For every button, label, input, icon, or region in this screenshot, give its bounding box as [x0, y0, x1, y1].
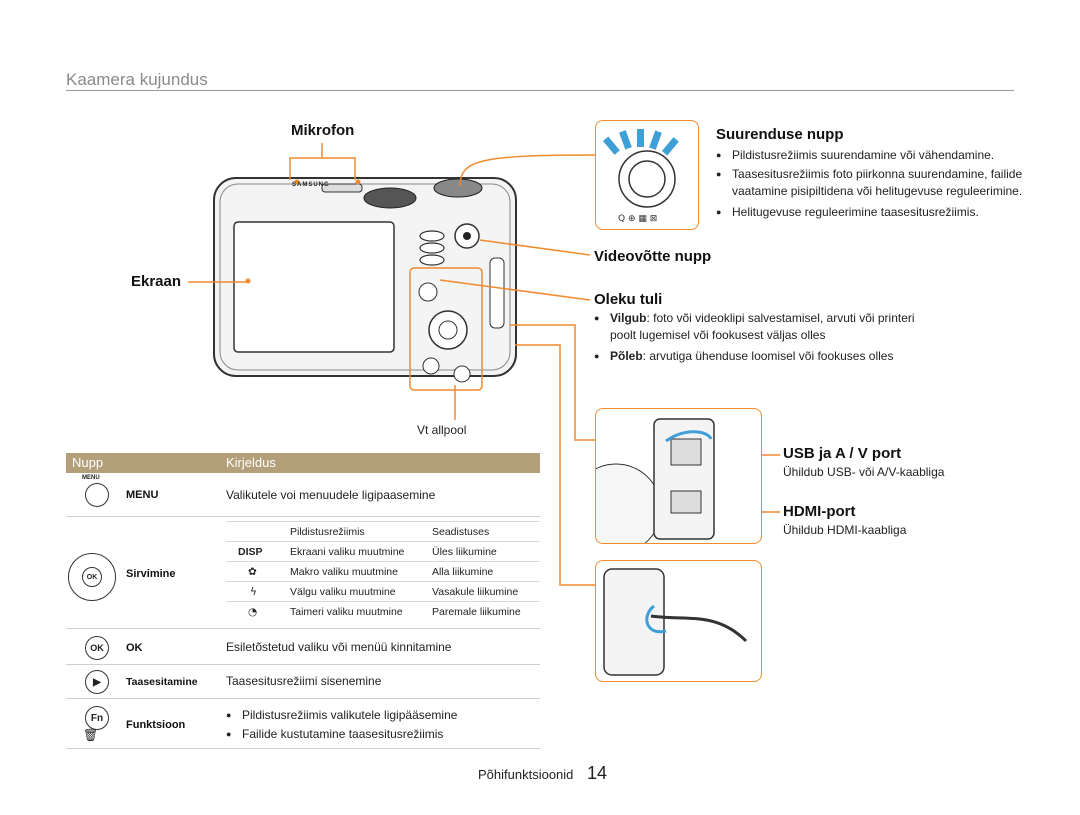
hdmi-desc: Ühildub HDMI-kaabliga	[783, 523, 907, 537]
sirvimine-label: Sirvimine	[126, 568, 176, 580]
subtable-header-setup: Seadistuses	[432, 526, 490, 538]
row-divider	[66, 664, 540, 665]
nav-dial-icon: OK	[68, 553, 116, 601]
disp-icon: DISP	[238, 546, 263, 558]
subtable-cell: Ekraani valiku muutmine	[290, 546, 405, 558]
oleku-title: Oleku tuli	[594, 291, 663, 308]
subtable-cell: Taimeri valiku muutmine	[290, 606, 403, 618]
table-header: Nupp Kirjeldus	[66, 453, 540, 473]
fn-button-icon: Fn	[85, 706, 109, 730]
svg-text:Q ⊕ ▦ ⊠: Q ⊕ ▦ ⊠	[618, 214, 657, 224]
ekraan-label: Ekraan	[131, 273, 182, 290]
ok-row-label: OK	[126, 642, 143, 654]
port-illustration	[596, 418, 715, 543]
menu-row-label: MENU	[126, 489, 159, 501]
brand-logo: SAMSUNG	[292, 182, 330, 188]
suurenduse-list: Pildistusrežiimis suurendamine või vähen…	[716, 147, 1026, 223]
menu-row-desc: Valikutele voi menuudele ligipaasemine	[226, 488, 436, 502]
subtable-row: DISP Ekraani valiku muutmine Üles liikum…	[226, 541, 540, 562]
col-button-header: Nupp	[72, 455, 104, 470]
suurenduse-title: Suurenduse nupp	[716, 126, 844, 143]
oleku-item: Vilgub: foto või videoklipi salvestamise…	[594, 310, 934, 344]
subtable-cell: Makro valiku muutmine	[290, 566, 398, 578]
subtable-cell: Paremale liikumine	[432, 606, 521, 618]
subtable-cell: Vasakule liikumine	[432, 586, 519, 598]
fn-row-desc-item: Pildistusrežiimis valikutele ligipääsemi…	[226, 707, 536, 724]
trash-icon: 🗑	[83, 728, 99, 742]
col-description-header: Kirjeldus	[226, 455, 276, 470]
subtable-header-shoot: Pildistusrežiimis	[290, 526, 365, 538]
hdmi-title: HDMI-port	[783, 503, 856, 520]
page-title: Kaamera kujundus	[66, 70, 208, 89]
row-divider	[66, 748, 540, 749]
oleku-item: Põleb: arvutiga ühenduse loomisel või fo…	[594, 348, 934, 365]
suurenduse-item: Taasesitusrežiimis foto piirkonna suuren…	[716, 166, 1026, 200]
row-divider	[66, 628, 540, 629]
page-number: 14	[587, 763, 608, 783]
subtable-cell: Üles liikumine	[432, 546, 497, 558]
footer-section: Põhifunktsioonid	[478, 767, 574, 782]
strap-inset	[595, 560, 762, 682]
subtable-row: ✿ Makro valiku muutmine Alla liikumine	[226, 561, 540, 582]
suurenduse-item: Helitugevuse reguleerimine taasesitusrež…	[716, 204, 1026, 221]
usb-desc: Ühildub USB- või A/V-kaabliga	[783, 465, 945, 479]
menu-button-icon	[85, 483, 109, 507]
row-divider	[66, 516, 540, 517]
ok-row-desc: Esiletõstetud valiku või menüü kinnitami…	[226, 640, 452, 654]
zoom-lever-icon: Q ⊕ ▦ ⊠	[602, 129, 679, 224]
videovotte-label: Videovõtte nupp	[594, 248, 712, 265]
fn-row-desc-item: Failide kustutamine taasesitusrežiimis	[226, 726, 536, 743]
subtable-row: ◔ Taimeri valiku muutmine Paremale liiku…	[226, 601, 540, 622]
vt-allpool-label: Vt allpool	[417, 423, 467, 437]
usb-title: USB ja A / V port	[783, 445, 902, 462]
row-divider	[66, 698, 540, 699]
subtable-cell: Välgu valiku muutmine	[290, 586, 396, 598]
zoom-inset: Q ⊕ ▦ ⊠	[595, 120, 699, 230]
suurenduse-item: Pildistusrežiimis suurendamine või vähen…	[716, 147, 1026, 164]
subtable-cell: Alla liikumine	[432, 566, 494, 578]
subtable-row: ϟ Välgu valiku muutmine Vasakule liikumi…	[226, 581, 540, 602]
mikrofon-label: Mikrofon	[291, 122, 355, 139]
playback-row-desc: Taasesitusrežiimi sisenemine	[226, 674, 382, 688]
fn-row-label: Funktsioon	[126, 719, 186, 731]
oleku-list: Vilgub: foto või videoklipi salvestamise…	[594, 310, 934, 367]
playback-button-icon: ▶	[85, 670, 109, 694]
fn-row-desc-list: Pildistusrežiimis valikutele ligipääsemi…	[226, 707, 536, 745]
ok-inner-icon: OK	[82, 567, 102, 587]
ok-button-icon: OK	[85, 636, 109, 660]
timer-icon: ◔	[248, 606, 258, 618]
flash-icon: ϟ	[250, 586, 257, 598]
playback-row-label: Taasesitamine	[126, 676, 198, 688]
port-inset	[595, 408, 762, 544]
menu-icon-label: MENU	[82, 475, 100, 481]
macro-icon: ✿	[248, 566, 257, 578]
title-rule	[66, 90, 1014, 91]
camera-back-illustration	[213, 177, 517, 391]
strap-illustration	[603, 568, 748, 676]
subtable-header-row: Pildistusrežiimis Seadistuses	[226, 521, 540, 542]
